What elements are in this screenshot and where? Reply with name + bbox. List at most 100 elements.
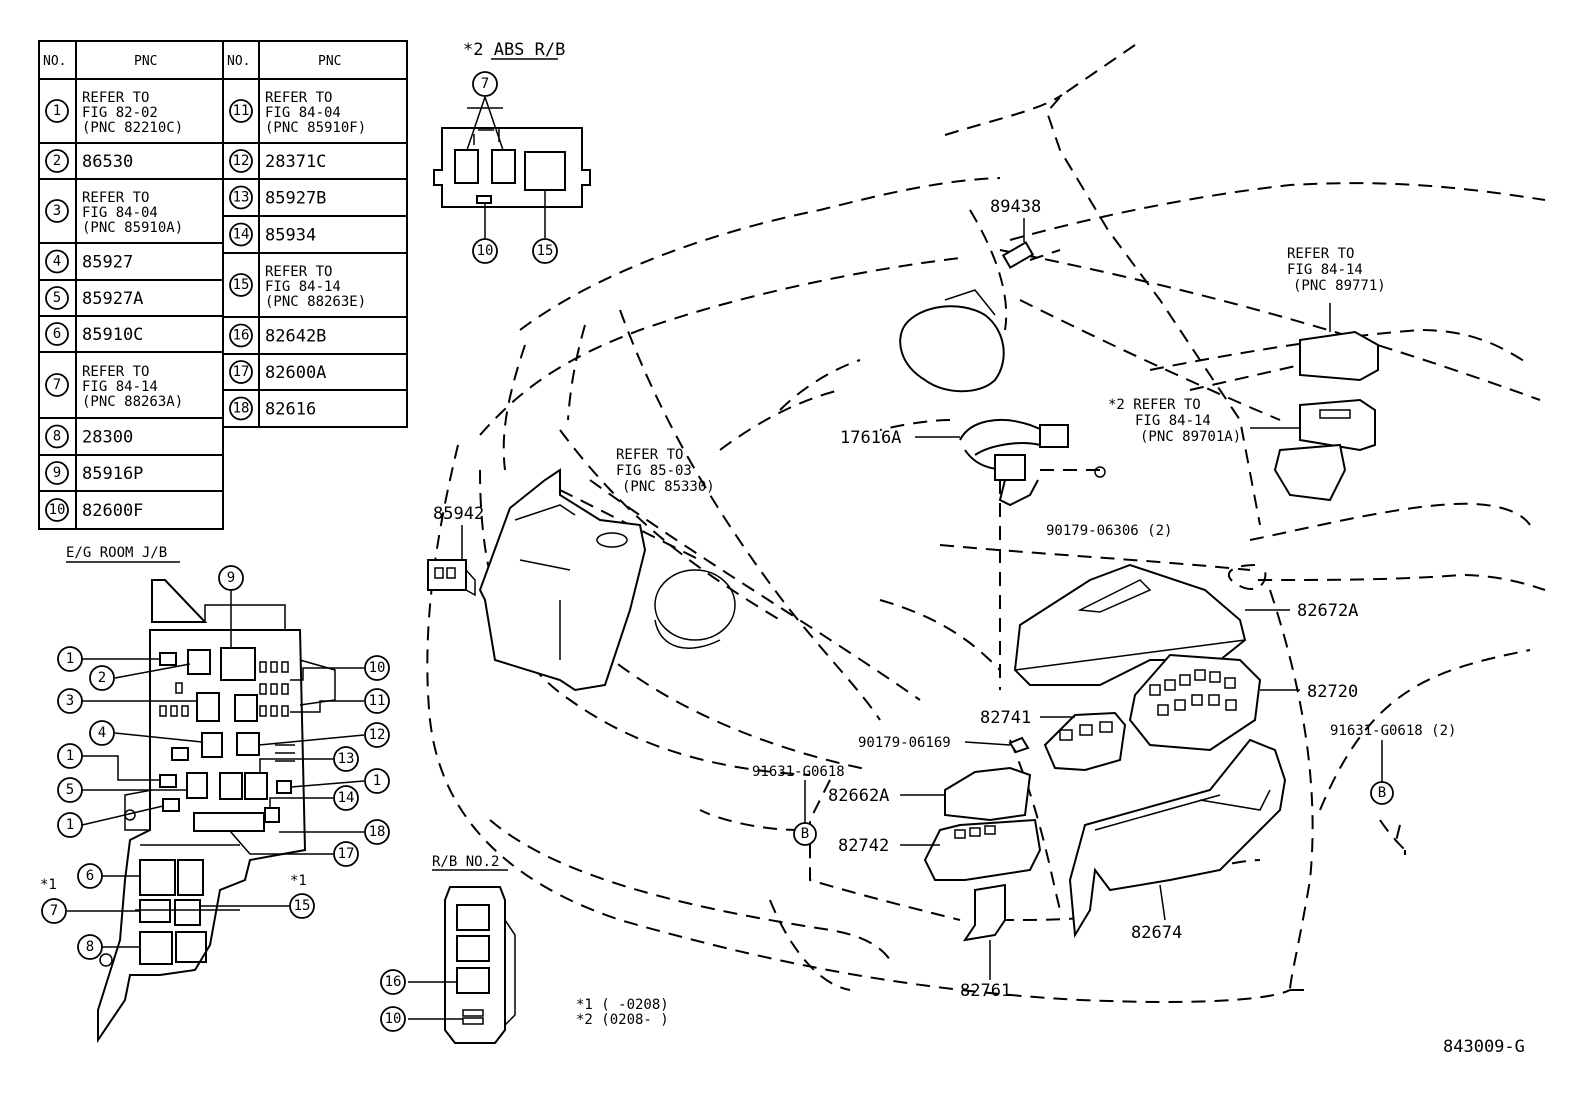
eg-callout-number: 1 [66, 748, 74, 764]
table-header-no: NO. [43, 54, 66, 69]
eg-callout-circle [89, 720, 115, 746]
abs-callout-10: 10 [477, 243, 494, 259]
table-left-row-pnc: 85910C [82, 325, 143, 345]
table-right-row-number: 12 [233, 153, 250, 169]
table-left-row-pnc: 85916P [82, 464, 143, 484]
table-left-row-pnc: FIG 82-02 [82, 105, 158, 121]
eg-callout-number: 9 [227, 570, 235, 586]
eg-callout-number: 18 [369, 824, 386, 840]
vehicle-outline [426, 44, 1546, 1003]
label-refer-89701a-l3: (PNC 89701A) [1140, 429, 1241, 445]
table-left-row-number: 3 [53, 203, 61, 219]
table-left-row-number-circle [45, 322, 69, 346]
table-right-row-pnc: FIG 84-04 [265, 105, 341, 121]
table-left-row-number: 9 [53, 465, 61, 481]
table-right-row-pnc: (PNC 85910F) [265, 120, 366, 136]
eg-callout-circle [77, 934, 103, 960]
rb-no2-title: R/B NO.2 [432, 854, 499, 870]
table-right-row-number: 11 [233, 103, 250, 119]
table-right-row-number-circle [229, 396, 253, 421]
label-refer-89701a-l1: *2 REFER TO [1108, 397, 1201, 413]
label-refer-85330-l3: (PNC 85330) [622, 479, 715, 495]
table-right-row-number: 16 [233, 328, 250, 344]
footnote-1: *1 ( -0208) [576, 997, 669, 1013]
label-82720: 82720 [1307, 682, 1358, 702]
eg-callout-number: 10 [369, 660, 386, 676]
eg-room-jb-inset: E/G ROOM J/B [40, 545, 390, 1044]
table-left-row-pnc: (PNC 82210C) [82, 120, 183, 136]
eg-callout-circle [333, 746, 359, 772]
footnote-2: *2 (0208- ) [576, 1012, 669, 1028]
label-82674: 82674 [1131, 923, 1182, 943]
eg-callout-circle [364, 655, 390, 681]
eg-callout-number: 3 [66, 693, 74, 709]
label-91631-g0618-right: 91631-G0618 (2) [1330, 723, 1456, 739]
table-left-row-number: 7 [53, 377, 61, 393]
table-left-row-number-circle [45, 373, 69, 397]
table-left-row-number: 10 [49, 502, 66, 518]
eg-callout-number: 15 [294, 898, 311, 914]
table-right-row-number-circle [229, 149, 253, 173]
eg-callout-circle [77, 863, 103, 889]
eg-note-left: *1 [40, 877, 57, 893]
table-header-pnc: PNC [134, 54, 157, 69]
table-right-row-pnc: 82642B [265, 327, 326, 347]
table-right-row-pnc: 82600A [265, 363, 326, 383]
eg-callout-circle [364, 722, 390, 748]
rb2-callout-10: 10 [385, 1011, 402, 1027]
table-right-row-number-circle [229, 222, 253, 247]
table-right-row-pnc: REFER TO [265, 90, 332, 106]
abs-rb-title: *2 ABS R/B [463, 40, 565, 60]
table-right-row-number: 18 [233, 401, 250, 417]
table-left-row-number-circle [45, 149, 69, 173]
part-labels: 89438 REFER TO FIG 84-14 (PNC 89771) *2 … [433, 197, 1456, 1001]
rb-no2-inset: R/B NO.2 16 10 [380, 854, 516, 1044]
eg-callout-number: 12 [369, 727, 386, 743]
bolt-mark-left: B [801, 826, 809, 842]
eg-callout-circle [57, 646, 83, 672]
table-right-row-number: 14 [233, 227, 250, 243]
table-left-row-number: 5 [53, 290, 61, 306]
bolt-mark-right: B [1378, 785, 1386, 801]
table-left-row-number-circle [45, 424, 69, 449]
eg-callout-number: 4 [98, 725, 106, 741]
eg-callout-circle [289, 893, 315, 919]
label-refer-85330-l1: REFER TO [616, 447, 683, 463]
table-right-row-pnc: 85934 [265, 226, 316, 246]
label-82672a: 82672A [1297, 601, 1358, 621]
eg-callout-circle [333, 841, 359, 867]
eg-callout-number: 6 [86, 868, 94, 884]
parts: B B [427, 218, 1394, 980]
table-left-row-number-circle [45, 199, 69, 223]
table-left-row-pnc: 86530 [82, 152, 133, 172]
table-right-row-number: 15 [233, 277, 250, 293]
eg-callout-number: 14 [338, 790, 355, 806]
rb2-callout-16: 16 [385, 974, 402, 990]
eg-callout-number: 1 [66, 651, 74, 667]
table-left-row-number-circle [45, 498, 69, 522]
table-left-row-pnc: 82600F [82, 501, 143, 521]
label-90179-06169: 90179-06169 [858, 735, 951, 751]
table-left-row-number-circle [45, 249, 69, 274]
table-left-row-pnc: 85927A [82, 289, 143, 309]
table-right-row-pnc: 85927B [265, 189, 326, 209]
eg-callout-number: 13 [338, 751, 355, 767]
table-header-pnc-2: PNC [318, 54, 341, 69]
table-right-row-pnc: 28371C [265, 152, 326, 172]
eg-callout-number: 11 [369, 693, 386, 709]
table-right-row-pnc: (PNC 88263E) [265, 294, 366, 310]
table-right-row-number: 13 [233, 190, 250, 206]
abs-callout-7: 7 [481, 76, 489, 92]
table-left-row-number: 4 [53, 254, 61, 270]
table-left-row-number: 8 [53, 429, 61, 445]
label-82662a: 82662A [828, 786, 889, 806]
eg-callout-circle [218, 565, 244, 591]
eg-callout-number: 17 [338, 846, 355, 862]
eg-callout-circle [57, 688, 83, 714]
eg-callout-circle [57, 777, 83, 803]
